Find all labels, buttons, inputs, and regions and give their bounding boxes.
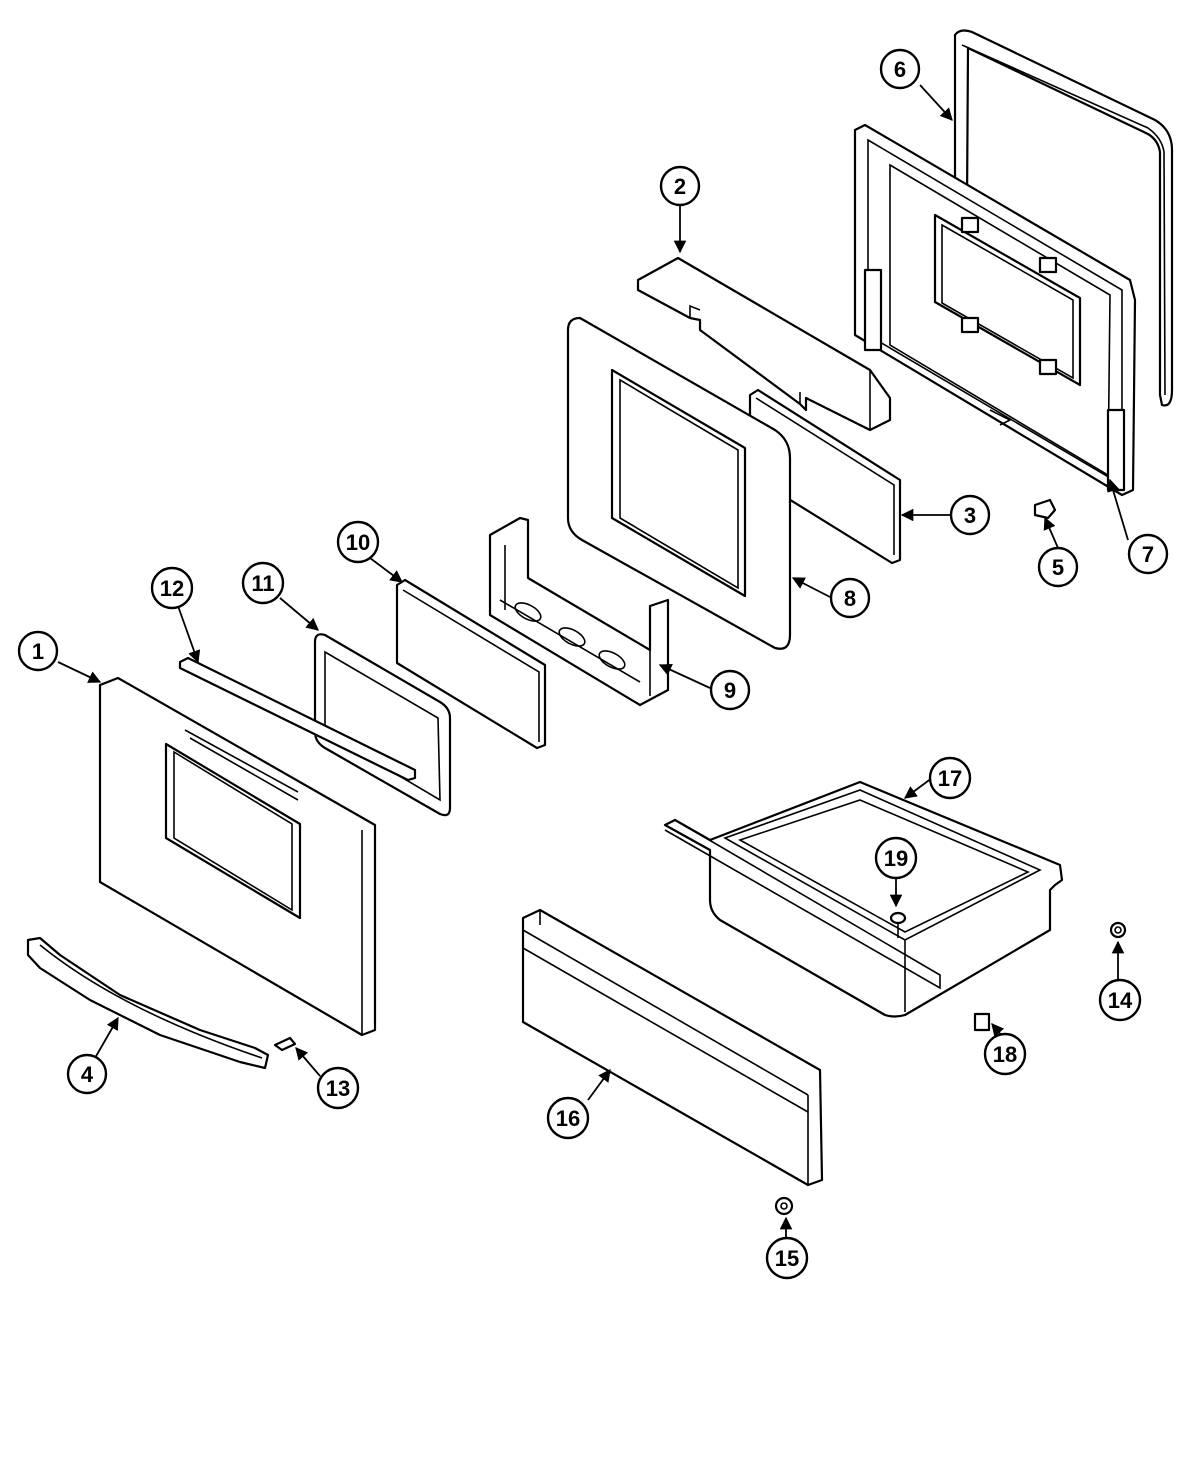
callout-13-label: 13 [326,1076,350,1101]
leader-16 [587,1068,611,1101]
callout-7: 7 [1127,533,1169,575]
callout-16-label: 16 [556,1106,580,1131]
callout-8: 8 [829,577,871,619]
callout-2-label: 2 [674,174,686,199]
leader-7 [1107,478,1129,541]
part-15-nut [774,1196,794,1216]
leader-17 [903,777,933,799]
callout-14-label: 14 [1108,988,1133,1013]
callout-18: 18 [983,1032,1027,1076]
part-10-glass-panel [395,578,547,750]
part-8-door-liner [566,316,792,650]
part-17-drawer-tray [663,780,1064,1018]
callout-6-label: 6 [894,57,906,82]
leader-6 [919,84,953,121]
callout-5: 5 [1037,546,1079,588]
leader-11 [279,597,319,631]
part-6-door-gasket [953,29,1174,407]
leader-12 [177,605,201,664]
callout-6: 6 [879,48,921,90]
callout-9-label: 9 [724,678,736,703]
part-18-clip [973,1012,991,1032]
callout-19: 19 [874,836,918,880]
callout-11-label: 11 [251,571,274,596]
callout-11: 11 [241,561,285,605]
callout-8-label: 8 [844,586,856,611]
part-19-screw [889,911,907,938]
callout-9: 9 [709,669,751,711]
leader-5 [1043,516,1059,549]
callout-3: 3 [949,494,991,536]
callout-17: 17 [928,756,972,800]
leader-10 [369,557,404,583]
part-14-nut [1109,921,1127,939]
part-16-drawer-front [521,908,824,1187]
callout-19-label: 19 [884,846,908,871]
callout-2: 2 [659,165,701,207]
leader-lines [57,84,1129,1240]
callout-12: 12 [150,566,194,610]
callout-15-label: 15 [775,1246,799,1271]
leader-1 [57,661,102,683]
callout-10-label: 10 [346,530,370,555]
callout-5-label: 5 [1052,555,1064,580]
part-13-screw [273,1036,297,1052]
callout-14: 14 [1098,978,1142,1022]
callout-3-label: 3 [964,503,976,528]
part-1-outer-door [98,676,377,1037]
callout-4: 4 [66,1053,108,1095]
callout-10: 10 [336,520,380,564]
callout-15: 15 [765,1236,809,1280]
part-11-window-gasket [313,633,452,817]
leader-13 [295,1047,321,1077]
callout-7-label: 7 [1142,542,1154,567]
callout-12-label: 12 [160,576,184,601]
callout-16: 16 [546,1096,590,1140]
leader-4 [94,1016,119,1059]
callout-4-label: 4 [81,1062,94,1087]
part-7-inner-door-panel [853,123,1137,497]
part-2-vent-channel [636,256,892,432]
part-4-door-handle [26,936,270,1070]
callout-18-label: 18 [993,1042,1017,1067]
part-5-bracket [1033,498,1057,520]
part-9-glass-retainer [488,516,670,707]
callout-13: 13 [316,1066,360,1110]
callout-1: 1 [17,630,59,672]
leader-9 [658,664,711,689]
callout-17-label: 17 [938,766,962,791]
callout-1-label: 1 [32,639,44,664]
leader-8 [791,577,831,598]
part-12-trim-strip [178,656,417,782]
